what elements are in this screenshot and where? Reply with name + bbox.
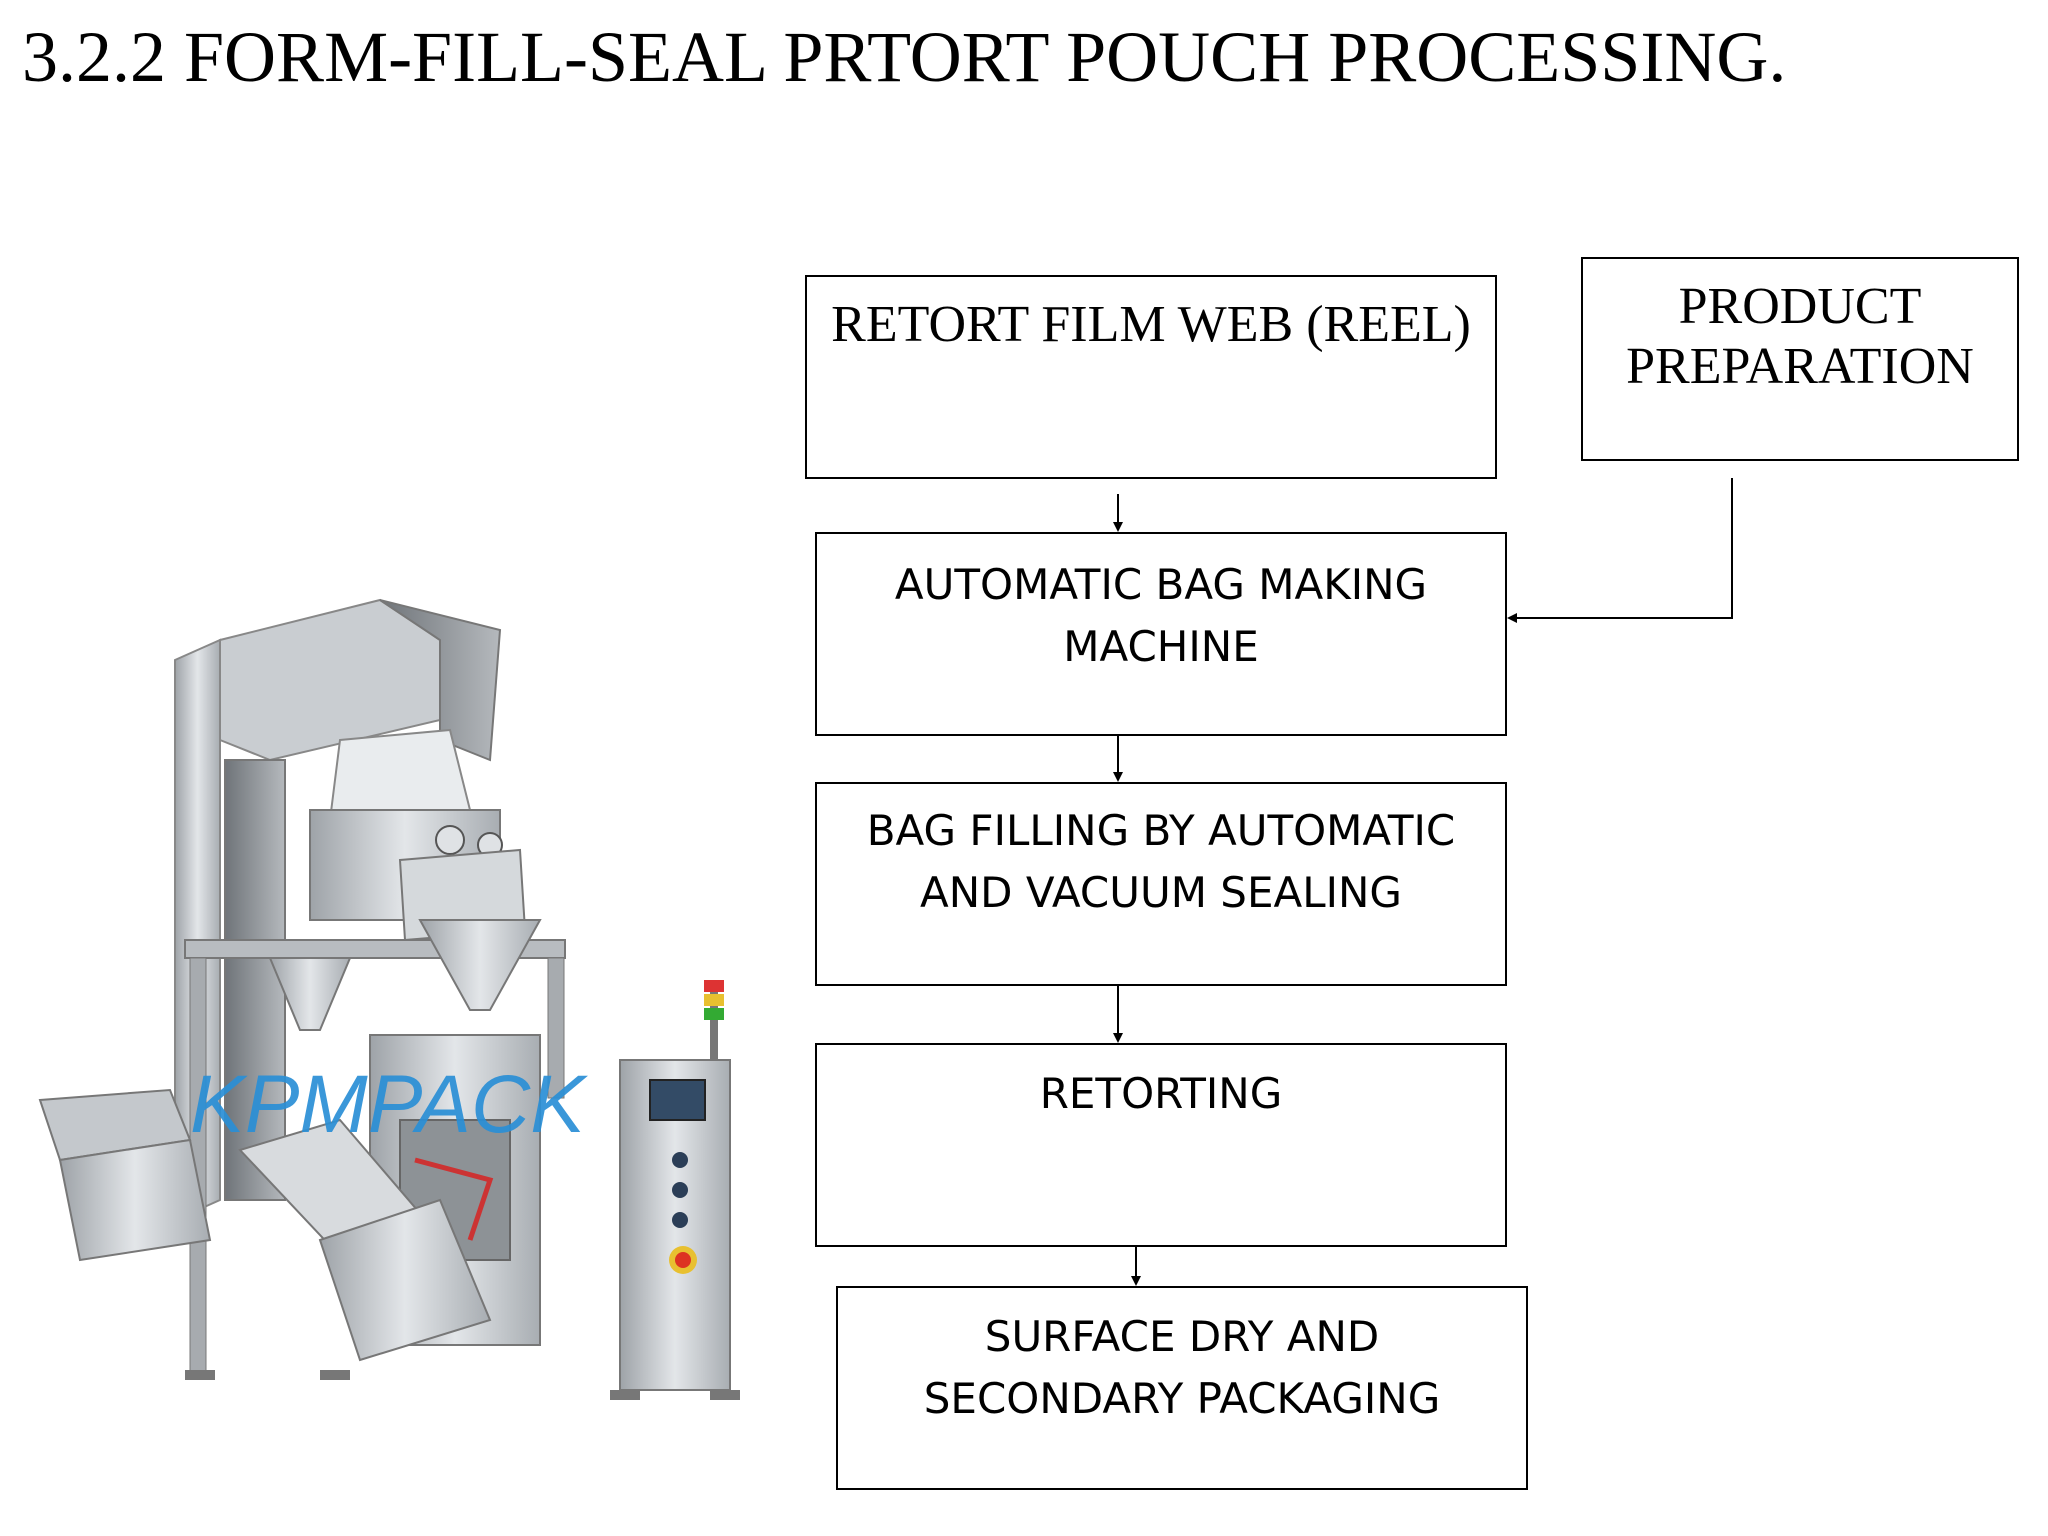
- step-label: PREPARATION: [1626, 338, 1974, 395]
- step-label: PRODUCT: [1678, 278, 1922, 335]
- step-label: SURFACE DRY AND: [984, 1312, 1380, 1361]
- step-label: MACHINE: [1063, 622, 1259, 671]
- step-label: RETORTING: [1039, 1069, 1283, 1118]
- step-surface-dry-secondary-packaging: SURFACE DRY AND SECONDARY PACKAGING: [836, 1286, 1528, 1490]
- brand-watermark: KPMPACK: [190, 1059, 588, 1150]
- step-label: AND VACUUM SEALING: [920, 868, 1402, 917]
- step-retort-film-web: RETORT FILM WEB (REEL): [805, 275, 1497, 479]
- arrow-product-to-bag-making: [1507, 478, 1733, 623]
- page-title: 3.2.2 FORM-FILL-SEAL PRTORT POUCH PROCES…: [22, 17, 1787, 97]
- step-label: AUTOMATIC BAG MAKING: [894, 560, 1428, 609]
- step-bag-filling-vacuum-sealing: BAG FILLING BY AUTOMATIC AND VACUUM SEAL…: [815, 782, 1507, 986]
- step-retorting: RETORTING: [815, 1043, 1507, 1247]
- step-automatic-bag-making: AUTOMATIC BAG MAKING MACHINE: [815, 532, 1507, 736]
- step-label: RETORT FILM WEB (REEL): [831, 296, 1471, 353]
- step-product-preparation: PRODUCT PREPARATION: [1581, 257, 2019, 461]
- step-label: SECONDARY PACKAGING: [923, 1374, 1441, 1423]
- step-label: BAG FILLING BY AUTOMATIC: [866, 806, 1456, 855]
- packaging-machine-image: KPMPACK: [38, 598, 740, 1400]
